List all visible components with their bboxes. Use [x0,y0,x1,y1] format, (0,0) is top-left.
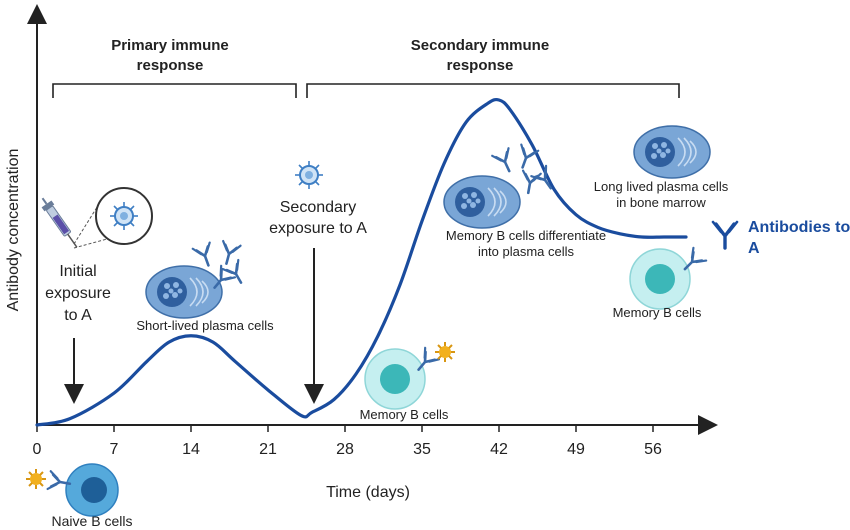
primary-response-bracket [52,83,297,98]
memory-diff-label-1: Memory B cells differentiate [446,228,606,243]
antibodies-label-2: A [748,240,760,257]
antigen-icon [25,468,47,490]
antibody-icon [518,169,543,196]
memory-b-right-label: Memory B cells [613,305,702,320]
antigen-icon [434,341,456,363]
x-tick-label: 14 [182,441,200,458]
x-tick-label: 56 [644,441,662,458]
secondary-exposure-label-2: exposure to A [269,220,367,237]
x-tick-label: 28 [336,441,354,458]
secondary-response-title-2: response [447,57,514,74]
syringe-icon [41,197,78,248]
memory-b-cell-icon [629,248,691,310]
long-lived-label-1: Long lived plasma cells [594,179,729,194]
x-tick-label: 49 [567,441,585,458]
memory-b-cell-icon [364,348,426,410]
virus-icon [294,160,324,190]
secondary-exposure-label-1: Secondary [280,199,357,216]
virus-icon [109,201,139,231]
naive-b-nucleus [81,477,107,503]
x-tick-label: 21 [259,441,277,458]
memory-diff-label-2: into plasma cells [478,244,575,259]
secondary-response-title-1: Secondary immune [411,37,549,54]
memory-b-center-label: Memory B cells [360,407,449,422]
x-tick-label: 42 [490,441,508,458]
short-lived-label: Short-lived plasma cells [136,318,274,333]
secondary-response-bracket [306,83,680,98]
antibody-icon [711,220,739,250]
plasma-cell-icon [443,175,521,229]
x-axis-label: Time (days) [326,484,410,501]
naive-b-label: Naive B cells [52,513,133,529]
x-tick-label: 35 [413,441,431,458]
plasma-cell-icon [145,265,223,319]
primary-response-title-2: response [137,57,204,74]
x-tick-group: 0 7 14 21 28 35 42 49 56 [33,425,662,458]
initial-exposure-label-2: exposure [45,285,111,302]
antibody-curve-series [35,97,688,427]
antibody-icon [490,146,519,177]
antibody-icon [191,241,219,270]
x-tick-label: 7 [110,441,119,458]
antibodies-label-1: Antibodies to [748,219,850,236]
initial-exposure-label-1: Initial [59,263,96,280]
syringe-zoom-line-bottom [73,235,119,249]
plasma-cell-icon [633,125,711,179]
initial-exposure-label-3: to A [64,307,92,324]
x-tick-label: 0 [33,441,42,458]
long-lived-label-2: in bone marrow [616,195,706,210]
primary-response-title-1: Primary immune [111,37,229,54]
y-axis-label: Antibody concentration [5,149,22,312]
